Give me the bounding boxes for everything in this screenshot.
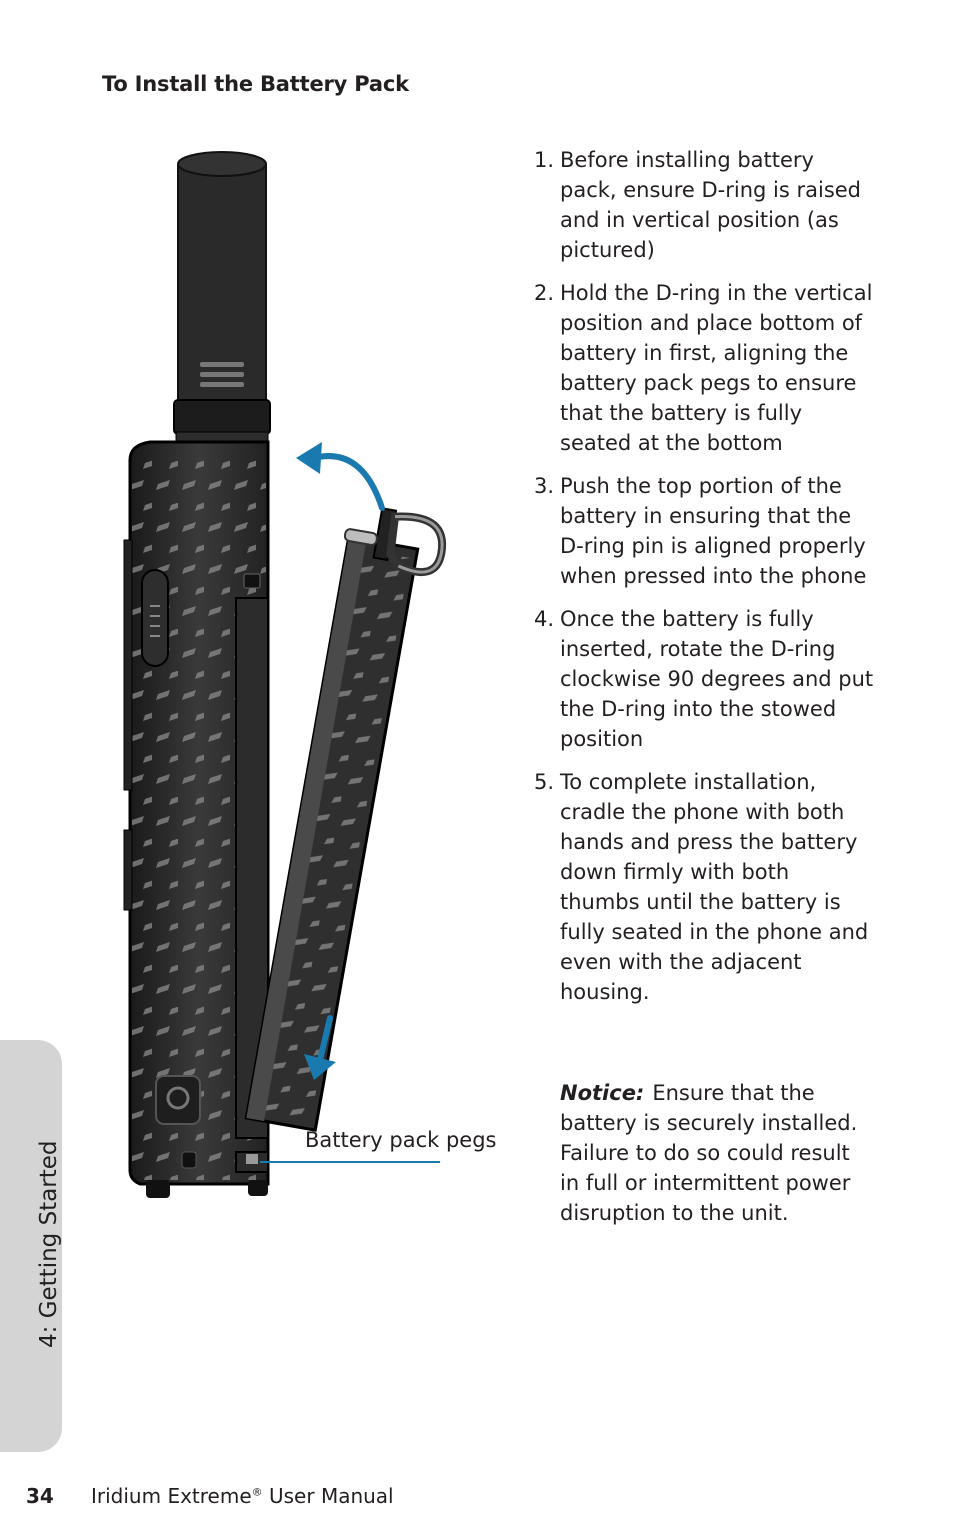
- step-2: 2. Hold the D-ring in the vertical posit…: [534, 278, 874, 458]
- step-number: 5.: [534, 770, 555, 794]
- registered-mark: ®: [251, 1485, 263, 1499]
- rotate-arrow: [296, 442, 385, 511]
- instruction-steps: 1. Before installing battery pack, ensur…: [534, 145, 874, 1020]
- notice-text: Ensure that the battery is securely inst…: [560, 1081, 858, 1225]
- step-text: Hold the D-ring in the vertical position…: [560, 281, 873, 455]
- chapter-tab-label: 4: Getting Started: [36, 1140, 62, 1348]
- battery-pegs-callout: Battery pack pegs: [305, 1128, 497, 1152]
- step-3: 3. Push the top portion of the battery i…: [534, 471, 874, 591]
- page-number: 34: [26, 1484, 54, 1508]
- chapter-tab: [0, 1040, 62, 1452]
- footer-title: Iridium Extreme® User Manual: [91, 1484, 394, 1508]
- step-number: 3.: [534, 474, 555, 498]
- step-4: 4. Once the battery is fully inserted, r…: [534, 604, 874, 754]
- step-1: 1. Before installing battery pack, ensur…: [534, 145, 874, 265]
- phone-battery-illustration: [123, 151, 447, 1198]
- step-text: To complete installation, cradle the pho…: [560, 770, 869, 1004]
- step-number: 4.: [534, 607, 555, 631]
- d-ring: [343, 507, 447, 577]
- footer-title-suffix: User Manual: [262, 1484, 394, 1508]
- section-heading: To Install the Battery Pack: [102, 72, 409, 96]
- phone-body: [123, 440, 270, 1198]
- step-number: 2.: [534, 281, 555, 305]
- push-down-arrow: [304, 1015, 336, 1080]
- step-text: Once the battery is fully inserted, rota…: [560, 607, 874, 751]
- battery-peg: [246, 1154, 258, 1164]
- step-text: Before installing battery pack, ensure D…: [560, 148, 862, 262]
- footer-title-name: Iridium Extreme: [91, 1484, 252, 1508]
- battery-pack: [244, 507, 447, 1132]
- notice-label: Notice:: [560, 1081, 645, 1105]
- step-text: Push the top portion of the battery in e…: [560, 474, 867, 588]
- step-number: 1.: [534, 148, 555, 172]
- notice: Notice:Ensure that the battery is secure…: [560, 1078, 870, 1228]
- antenna: [173, 151, 271, 443]
- step-5: 5. To complete installation, cradle the …: [534, 767, 874, 1007]
